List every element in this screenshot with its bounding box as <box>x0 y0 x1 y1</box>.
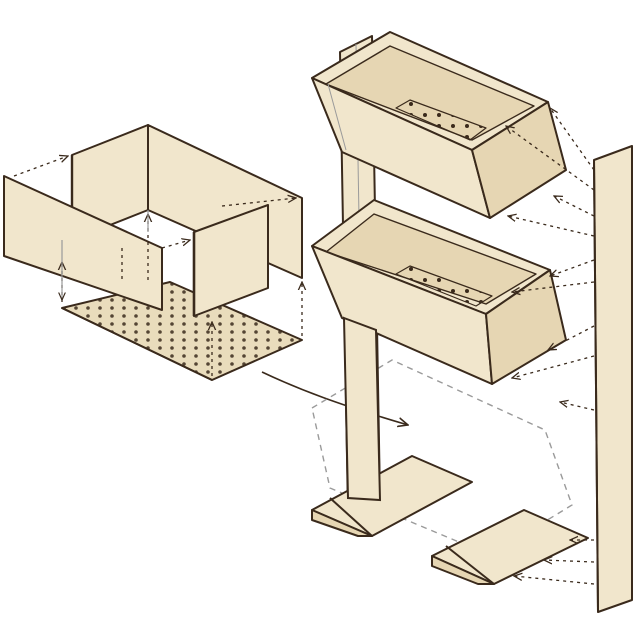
upper-planter <box>311 31 567 219</box>
exploded-box <box>3 124 303 381</box>
box-ghost-lines <box>62 210 149 300</box>
right-foot <box>431 509 589 585</box>
right-post <box>593 145 633 613</box>
left-post-lower <box>342 316 382 502</box>
ghost-outline <box>311 359 573 556</box>
box-assembly-guides <box>13 156 302 376</box>
stand-assembly-guides <box>506 108 595 585</box>
left-foot <box>311 455 473 537</box>
lower-planter <box>311 199 567 385</box>
move-arrow <box>261 371 408 425</box>
